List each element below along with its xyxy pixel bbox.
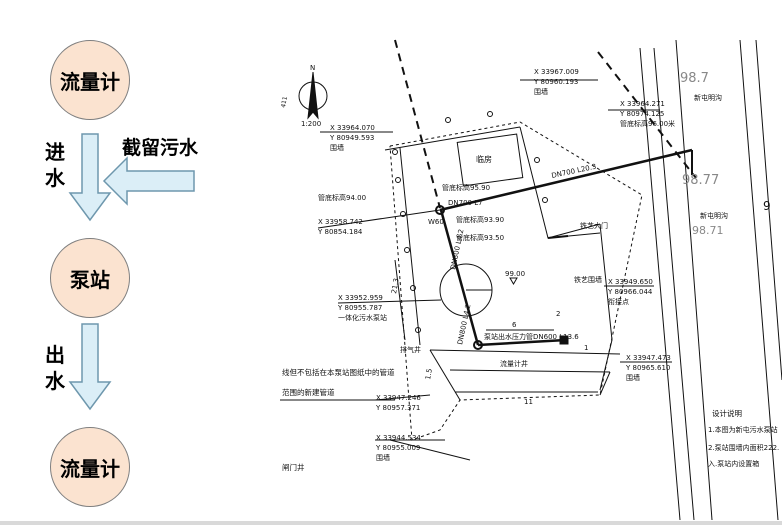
scale-label: 1:200	[301, 120, 321, 128]
plan-label: 一体化污水泵站	[338, 313, 387, 322]
plan-label: 围墙	[534, 87, 548, 96]
plan-label: 管底标高94.00	[318, 193, 366, 202]
plan-label: 2	[556, 310, 560, 318]
plan-label: Y 80974.125	[619, 110, 664, 118]
plan-label: 新屯明沟	[700, 211, 728, 220]
plan-label: 21.3	[390, 278, 401, 295]
inflow-label-1: 进	[45, 140, 65, 164]
plan-label: 围墙	[626, 373, 640, 382]
plan-label: 铁艺大门	[580, 221, 608, 230]
plan-label: X 33958.742	[318, 218, 363, 226]
plan-label: X 33947.246	[376, 394, 421, 402]
plan-label: 管底标高95.90	[442, 183, 490, 192]
inflow-label-2: 水	[45, 166, 65, 190]
plan-label: 排气井	[400, 345, 421, 354]
plan-label: 9	[763, 199, 771, 213]
plan-label: W60	[428, 218, 444, 226]
plan-label: DN800 L4.2	[456, 303, 472, 345]
plan-label: 临房	[476, 154, 492, 164]
plan-label: 入.泵站内设置箱	[708, 459, 759, 468]
plan-label: 铁艺围墙	[574, 275, 602, 284]
plan-label: Y 80949.593	[329, 134, 374, 142]
plan-label: Y 80957.371	[375, 404, 420, 412]
pump-station-node: 泵站	[50, 238, 130, 318]
plan-label: DN700 L7	[448, 199, 483, 207]
flowmeter-node-bottom: 流量计	[50, 427, 130, 507]
plan-label: X 33944.534	[376, 434, 421, 442]
plan-label: 2.泵站围墙内面积222.	[708, 443, 779, 452]
plan-label: 管底标高96.00米	[620, 119, 675, 128]
flowmeter-node-top: 流量计	[50, 40, 130, 120]
down-arrow-outflow	[68, 323, 112, 411]
plan-label: 管底标高93.90	[456, 215, 504, 224]
plan-label: X 33964.271	[620, 100, 665, 108]
plan-label: 围墙	[376, 453, 390, 462]
down-arrow-inflow	[68, 133, 112, 222]
plan-label: 98.7	[680, 71, 709, 86]
north-label: N	[310, 64, 315, 72]
plan-label: X 33949.650	[608, 278, 653, 286]
plan-label: Y 80854.184	[317, 228, 363, 236]
plan-label: 98.71	[692, 224, 724, 237]
plan-label: 闸门井	[282, 462, 305, 472]
plan-label: 流量计井	[500, 359, 528, 368]
bottom-divider	[0, 521, 782, 525]
plan-label: Y 80966.044	[607, 288, 653, 296]
flowmeter-label-top: 流量计	[60, 69, 120, 94]
plan-label: X 33947.473	[626, 354, 671, 362]
left-arrow-intercept	[102, 156, 195, 206]
outflow-label-1: 出	[45, 343, 65, 367]
plan-label: 1.本图为新屯污水泵站	[708, 425, 778, 434]
plan-label: X 33952.959	[338, 294, 383, 302]
plan-label: X 33964.070	[330, 124, 375, 132]
plan-label: Y 80960.193	[533, 78, 578, 86]
plan-label: 衔接点	[608, 297, 629, 306]
plan-label: 411	[280, 96, 289, 109]
north-arrow-icon	[307, 71, 319, 120]
outflow-label-2: 水	[45, 369, 65, 393]
intercept-label: 截留污水	[122, 137, 199, 159]
plan-label: 11	[524, 398, 533, 406]
coord-1-x: X 33967.009	[534, 68, 579, 76]
plan-label: Y 80955.787	[337, 304, 382, 312]
plan-label: Y 80955.009	[375, 444, 420, 452]
plan-label: 管底标高93.50	[456, 233, 504, 242]
flowmeter-label-bottom: 流量计	[60, 456, 120, 481]
plan-label: 设计说明	[712, 408, 742, 418]
plan-label: 线但不包括在本泵站图纸中的管道	[282, 367, 395, 377]
plan-label: Y 80965.610	[625, 364, 670, 372]
plan-label: 98.77	[682, 173, 719, 188]
pump-station-label: 泵站	[70, 267, 110, 292]
plan-label: 1.5	[424, 368, 434, 380]
plan-label: 1	[584, 344, 588, 352]
plan-label: 99.00	[505, 270, 525, 278]
plan-label: 泵站出水压力管DN600 L13.6	[484, 332, 579, 341]
plan-label: 围墙	[330, 143, 344, 152]
plan-label: 范围的新建管道	[282, 387, 335, 397]
plan-label: 6	[512, 321, 517, 329]
plan-label: 新屯明沟	[694, 93, 722, 102]
